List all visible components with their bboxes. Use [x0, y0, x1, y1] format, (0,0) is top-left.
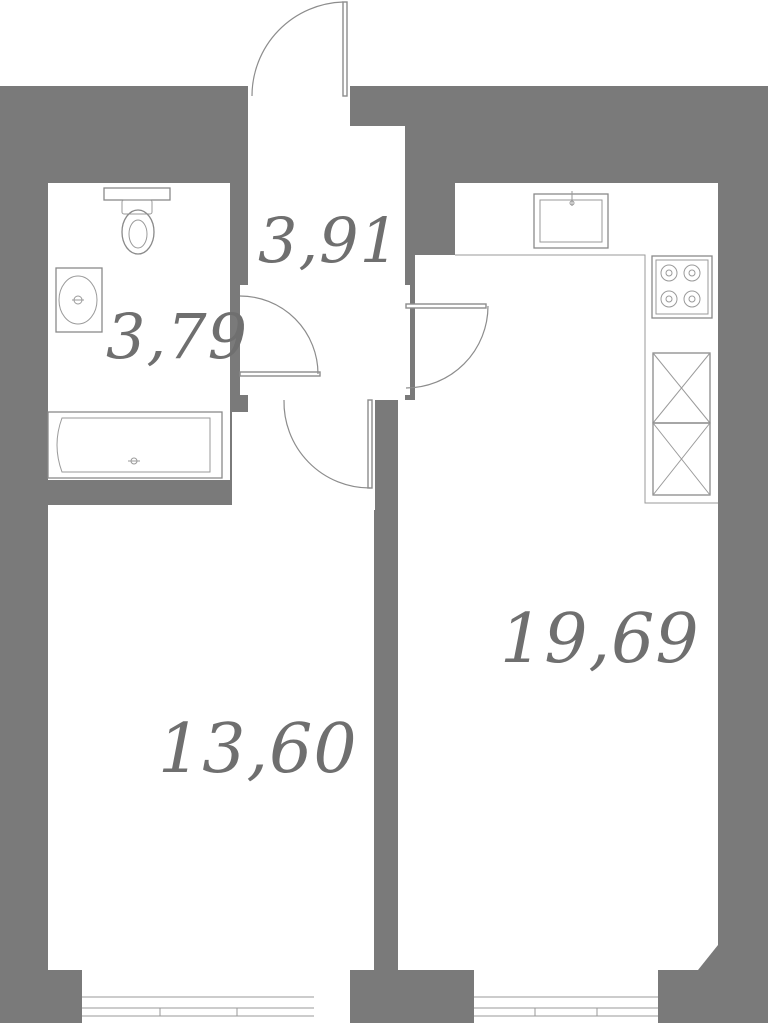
cabinet-lower-icon — [652, 422, 711, 496]
kitchen-area-label: 19,69 — [500, 600, 700, 679]
sink-icon — [55, 267, 103, 333]
bathroom-door — [239, 295, 321, 377]
bedroom-area-label: 13,60 — [158, 710, 358, 789]
bathroom-area-label: 3,79 — [106, 300, 248, 373]
kitchen-door — [405, 303, 489, 389]
window-bedroom — [82, 970, 314, 1023]
window-kitchen — [474, 970, 658, 1023]
floors — [48, 0, 718, 970]
hall-area-label: 3,91 — [258, 204, 400, 277]
bathtub-icon — [47, 411, 223, 479]
entrance-door — [251, 1, 348, 97]
counter-outline — [455, 254, 718, 504]
toilet-icon — [103, 187, 171, 255]
kitchen-sink-icon — [533, 191, 609, 249]
bedroom-door — [283, 399, 373, 489]
stove-icon — [651, 255, 713, 319]
